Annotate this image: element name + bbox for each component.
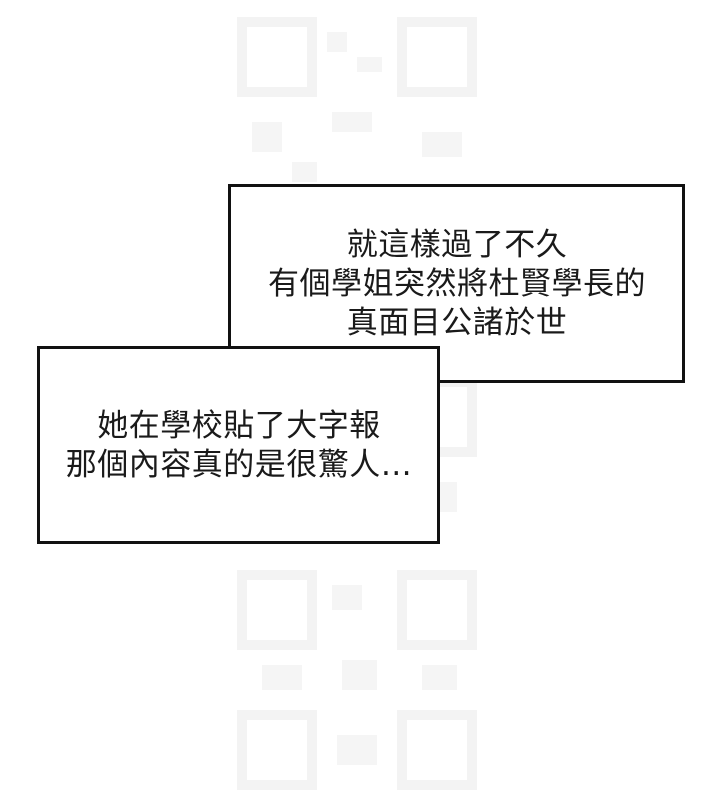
caption-bottom-line-2: 那個內容真的是很驚人… (65, 447, 413, 483)
caption-bottom-line-1: 她在學校貼了大字報 (97, 408, 381, 444)
caption-box-join (231, 349, 437, 380)
caption-top: 就這樣過了不久 有個學姐突然將杜賢學長的 真面目公諸於世 (232, 226, 682, 343)
caption-top-line-1: 就這樣過了不久 (346, 227, 568, 263)
caption-top-line-3: 真面目公諸於世 (346, 305, 568, 341)
caption-bottom: 她在學校貼了大字報 那個內容真的是很驚人… (40, 407, 438, 485)
caption-top-line-2: 有個學姐突然將杜賢學長的 (268, 266, 646, 302)
